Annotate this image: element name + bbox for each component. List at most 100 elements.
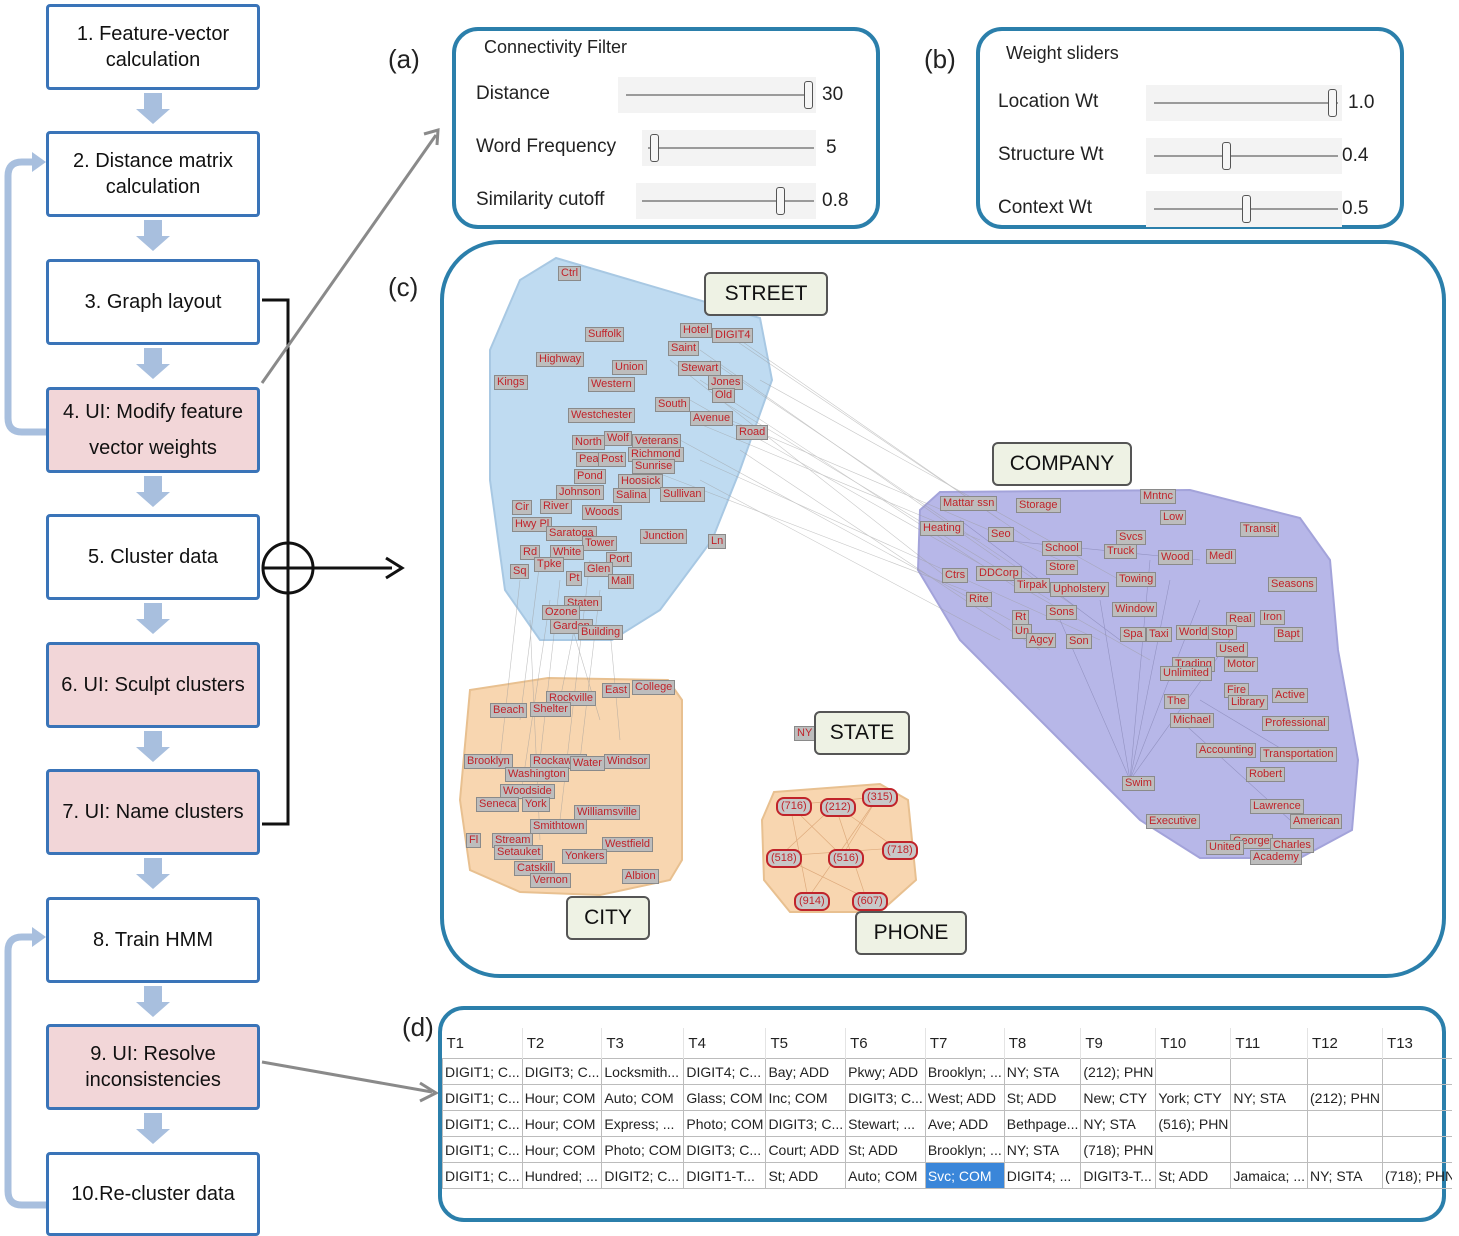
graph-node[interactable]: Transit <box>1240 522 1280 537</box>
table-cell[interactable]: Photo; COM <box>601 1136 685 1163</box>
table-cell[interactable]: (212); PHN <box>1080 1058 1157 1085</box>
graph-node[interactable]: Road <box>736 425 769 440</box>
graph-node[interactable]: Highway <box>536 352 585 367</box>
graph-node[interactable]: Richmond <box>628 447 684 462</box>
graph-node[interactable]: School <box>1042 541 1082 556</box>
graph-node[interactable]: Washington <box>505 767 569 782</box>
graph-node[interactable]: Iron <box>1260 610 1285 625</box>
graph-node[interactable]: Real <box>1226 612 1255 627</box>
table-cell[interactable]: West; ADD <box>924 1084 1005 1111</box>
table-cell[interactable]: St; ADD <box>845 1136 926 1163</box>
table-cell[interactable]: DIGIT1; C... <box>442 1084 523 1111</box>
table-cell[interactable]: DIGIT3; C... <box>683 1136 767 1163</box>
table-cell[interactable]: (212); PHN <box>1307 1084 1384 1111</box>
table-cell[interactable]: Stewart; ... <box>845 1110 926 1137</box>
word-frequency-track[interactable] <box>648 147 814 149</box>
graph-node[interactable]: Woods <box>582 505 623 520</box>
table-cell[interactable]: Bethpage... <box>1003 1110 1082 1137</box>
table-cell[interactable]: Bay; ADD <box>765 1058 847 1085</box>
graph-node[interactable]: Post <box>598 452 627 467</box>
table-row[interactable]: DIGIT1; C...Hundred; ...DIGIT2; C...DIGI… <box>442 1162 1452 1189</box>
graph-node[interactable]: Setauket <box>494 845 544 860</box>
graph-node[interactable]: Unlimited <box>1160 666 1212 681</box>
column-header[interactable]: T5 <box>765 1028 847 1059</box>
graph-node[interactable]: Store <box>1046 560 1079 575</box>
graph-node[interactable]: Upholstery <box>1050 582 1109 597</box>
graph-node[interactable]: Active <box>1272 688 1308 703</box>
graph-node[interactable]: The <box>1164 694 1189 709</box>
graph-node[interactable]: Used <box>1216 642 1248 657</box>
table-cell[interactable]: NY; STA <box>1307 1162 1384 1189</box>
graph-node[interactable]: Building <box>578 625 624 640</box>
table-cell[interactable]: Glass; COM <box>683 1084 767 1111</box>
table-cell[interactable]: Jamaica; ... <box>1230 1162 1309 1189</box>
graph-node[interactable]: Heating <box>920 521 964 536</box>
graph-node[interactable]: Williamsville <box>574 805 640 820</box>
table-cell[interactable]: St; ADD <box>1155 1162 1232 1189</box>
graph-node[interactable]: Avenue <box>690 411 734 426</box>
graph-node[interactable]: (516) <box>828 849 864 868</box>
graph-node[interactable]: Glen <box>584 562 614 577</box>
graph-node[interactable]: Sullivan <box>660 487 705 502</box>
graph-node[interactable]: (518) <box>766 849 802 868</box>
table-cell[interactable]: DIGIT1; C... <box>442 1058 523 1085</box>
column-header[interactable]: T12 <box>1307 1028 1384 1059</box>
graph-node[interactable]: Albion <box>622 869 659 884</box>
graph-node[interactable]: Charles <box>1270 838 1314 853</box>
graph-node[interactable]: Vernon <box>530 873 571 888</box>
column-header[interactable]: T8 <box>1004 1028 1082 1059</box>
graph-node[interactable]: Professional <box>1262 716 1329 731</box>
graph-node[interactable]: Windsor <box>604 754 651 769</box>
table-cell[interactable]: St; ADD <box>765 1162 847 1189</box>
column-header[interactable]: T6 <box>845 1028 926 1059</box>
graph-node[interactable]: Jones <box>708 375 744 390</box>
graph-node[interactable]: (716) <box>776 797 812 816</box>
table-cell[interactable]: New; CTY <box>1080 1084 1157 1111</box>
graph-node[interactable]: Library <box>1228 695 1268 710</box>
table-cell[interactable] <box>1382 1110 1452 1137</box>
table-cell[interactable]: DIGIT3; C... <box>765 1110 847 1137</box>
table-cell[interactable]: St; ADD <box>1003 1084 1082 1111</box>
graph-node[interactable]: Taxi <box>1146 627 1172 642</box>
table-cell[interactable] <box>1155 1058 1232 1085</box>
table-cell[interactable]: DIGIT4; C... <box>683 1058 767 1085</box>
graph-node[interactable]: Water <box>570 756 605 771</box>
graph-node[interactable]: Mntnc <box>1140 489 1176 504</box>
graph-node[interactable]: Sq <box>510 564 530 579</box>
graph-node[interactable]: Junction <box>640 529 687 544</box>
graph-node[interactable]: Storage <box>1016 498 1061 513</box>
cluster-label-street[interactable]: STREET <box>704 272 828 316</box>
table-cell[interactable]: (718); PHN <box>1080 1136 1157 1163</box>
table-cell[interactable]: Court; ADD <box>765 1136 847 1163</box>
column-header[interactable]: T10 <box>1155 1028 1232 1059</box>
table-cell[interactable]: (516); PHN <box>1155 1110 1232 1137</box>
graph-node[interactable]: Ln <box>708 534 727 549</box>
graph-node[interactable]: Low <box>1160 510 1187 525</box>
column-header[interactable]: T13 <box>1382 1028 1452 1059</box>
table-cell[interactable]: (718); PHN <box>1382 1162 1452 1189</box>
table-cell[interactable] <box>1307 1136 1384 1163</box>
table-cell[interactable]: DIGIT1-T... <box>683 1162 767 1189</box>
graph-node[interactable]: Stop <box>1208 625 1237 640</box>
column-header[interactable]: T1 <box>442 1028 523 1059</box>
graph-node[interactable]: Sunrise <box>632 459 676 474</box>
graph-node[interactable]: Cir <box>512 500 533 515</box>
graph-node[interactable]: Shelter <box>530 702 571 717</box>
cluster-label-company[interactable]: COMPANY <box>992 442 1132 486</box>
location-wt-slider-thumb[interactable] <box>1328 89 1337 117</box>
graph-node[interactable]: Ozone <box>542 605 581 620</box>
graph-node[interactable]: Brooklyn <box>464 754 513 769</box>
graph-node[interactable]: Spa <box>1120 627 1146 642</box>
table-cell[interactable]: DIGIT2; C... <box>601 1162 685 1189</box>
graph-node[interactable]: Swim <box>1122 776 1155 791</box>
graph-node[interactable]: Executive <box>1146 814 1200 829</box>
table-cell[interactable]: Hour; COM <box>521 1136 603 1163</box>
graph-node[interactable]: Westfield <box>602 837 654 852</box>
graph-node[interactable]: World <box>1176 625 1211 640</box>
graph-node[interactable]: Pt <box>566 571 583 586</box>
table-cell[interactable] <box>1155 1136 1232 1163</box>
similarity-cutoff-slider-thumb[interactable] <box>776 187 785 215</box>
graph-node[interactable]: Robert <box>1246 767 1286 782</box>
cluster-label-city[interactable]: CITY <box>566 896 650 940</box>
similarity-cutoff-track[interactable] <box>642 200 814 202</box>
